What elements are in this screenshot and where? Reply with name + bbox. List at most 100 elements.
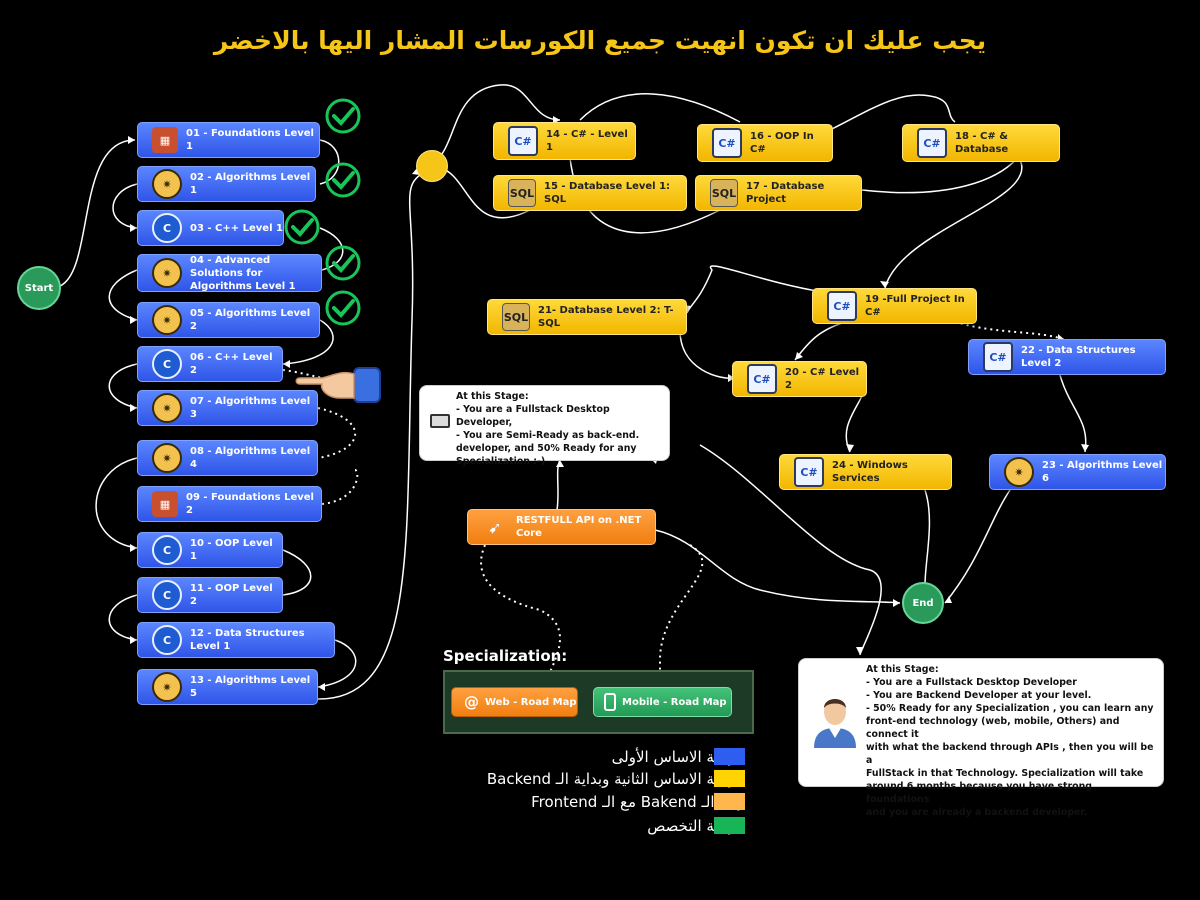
course-label: 01 - Foundations Level 1	[186, 128, 314, 152]
course-node-17[interactable]: SQL 17 - Database Project	[695, 175, 862, 211]
connector-06-07	[108, 363, 138, 409]
brain-chip-icon: ✷	[152, 305, 182, 335]
course-label: 08 - Algorithms Level 4	[190, 446, 311, 470]
connector-stage2	[699, 444, 882, 656]
course-node-23[interactable]: ✷23 - Algorithms Level 6	[989, 454, 1166, 490]
connector-11-12	[108, 594, 138, 641]
course-node-18[interactable]: C#18 - C# & Database	[902, 124, 1060, 162]
dotted-09	[321, 469, 359, 505]
stage2-note: At this Stage: - You are a Fullstack Des…	[798, 658, 1164, 818]
mobile-roadmap-button[interactable]: Mobile - Road Map	[593, 687, 732, 717]
csharp-monitor-icon: C#	[917, 128, 947, 158]
connector-22-23	[1059, 374, 1087, 453]
stage2-line: - You are a Fullstack Desktop Developer	[866, 677, 1077, 688]
cpp-icon: C	[152, 625, 182, 655]
stage2-line: around 6 months because you have strong …	[866, 781, 1092, 805]
check-icon-01	[325, 98, 361, 134]
start-node[interactable]: Start	[17, 266, 61, 310]
database-sql-icon: SQL	[502, 303, 530, 331]
course-node-12[interactable]: C 12 - Data Structures Level 1	[137, 622, 335, 658]
course-label: 07 - Algorithms Level 3	[190, 396, 311, 420]
legend-swatch	[714, 817, 745, 834]
start-label: Start	[24, 282, 54, 294]
check-icon-04	[325, 245, 361, 281]
course-node-21[interactable]: SQL 21- Database Level 2: T-SQL	[487, 299, 687, 335]
course-node-09[interactable]: ▦ 09 - Foundations Level 2	[137, 486, 322, 522]
legend-swatch	[714, 770, 745, 787]
course-label: 03 - C++ Level 1	[190, 222, 283, 234]
check-icon-02	[325, 162, 361, 198]
course-node-19[interactable]: C#19 -Full Project In C#	[812, 288, 977, 324]
dotted-19-22	[954, 321, 1066, 341]
check-icon-05	[325, 290, 361, 326]
course-node-02[interactable]: ✷02 - Algorithms Level 1	[137, 166, 316, 202]
course-node-22[interactable]: C# 22 - Data Structures Level 2	[968, 339, 1166, 375]
course-label: 16 - OOP In C#	[750, 131, 814, 155]
course-node-14[interactable]: C#14 - C# - Level 1	[493, 122, 636, 160]
brain-chip-icon: ✷	[152, 443, 182, 473]
stage1-line: Specialization :-)	[456, 456, 546, 467]
course-node-16[interactable]: C# 16 - OOP In C#	[697, 124, 833, 162]
connector-05-06	[282, 319, 334, 365]
course-node-08[interactable]: ✷ 08 - Algorithms Level 4	[137, 440, 318, 476]
stage2-line: front-end technology (web, mobile, Other…	[866, 716, 1120, 740]
course-label: 17 - Database Project	[746, 181, 825, 205]
course-node-07[interactable]: ✷07 - Algorithms Level 3	[137, 390, 318, 426]
connector-18-19	[884, 159, 1023, 289]
stage1-line: developer, and 50% Ready for any	[456, 443, 637, 454]
stage1-line: - You are Semi-Ready as back-end.	[456, 430, 640, 441]
web-roadmap-button[interactable]: @ Web - Road Map	[451, 687, 578, 717]
legend-item: مرحلة الاساس الأولى	[612, 748, 745, 766]
database-sql-icon: SQL	[710, 179, 738, 207]
csharp-monitor-icon: C#	[747, 364, 777, 394]
pointing-hand-icon	[295, 367, 381, 403]
connector-24-end	[924, 489, 931, 586]
course-node-13[interactable]: ✷13 - Algorithms Level 5	[137, 669, 318, 705]
connector-hub-14	[424, 84, 561, 166]
restful-api-node[interactable]: ➹RESTFULL API on .NET Core	[467, 509, 656, 545]
stage2-line: - 50% Ready for any Specialization , you…	[866, 703, 1154, 714]
course-label: 20 - C# Level 2	[785, 367, 860, 391]
check-icon-03	[284, 209, 320, 245]
end-node[interactable]: End	[902, 582, 944, 624]
stage2-line: At this Stage:	[866, 664, 939, 675]
web-icon: @	[464, 692, 479, 711]
course-label: 14 - C# - Level 1	[546, 129, 628, 153]
course-label: 24 - Windows Services	[832, 460, 908, 484]
course-label: 12 - Data Structures Level 1	[190, 628, 305, 652]
specialization-label: Specialization:	[443, 647, 568, 665]
brick-wall-icon: ▦	[152, 491, 178, 517]
connector-04-05	[108, 269, 138, 321]
course-label: 06 - C++ Level 2	[190, 352, 273, 376]
course-label: 22 - Data Structures Level 2	[1021, 345, 1136, 369]
course-label: 19 -Full Project In C#	[865, 294, 965, 318]
cpp-icon: C	[152, 580, 182, 610]
course-node-01[interactable]: ▦01 - Foundations Level 1	[137, 122, 320, 158]
course-label: 05 - Algorithms Level 2	[190, 308, 311, 332]
connector-21-20	[679, 329, 736, 379]
course-label: 04 - Advanced Solutions for Algorithms L…	[190, 254, 296, 292]
csharp-monitor-icon: C#	[794, 457, 824, 487]
course-node-05[interactable]: ✷ 05 - Algorithms Level 2	[137, 302, 320, 338]
course-label: 21- Database Level 2: T-SQL	[538, 305, 674, 329]
connector-03-04	[319, 227, 344, 271]
course-node-11[interactable]: C 11 - OOP Level 2	[137, 577, 283, 613]
connector-19-20	[794, 321, 846, 361]
csharp-monitor-icon: C#	[983, 342, 1013, 372]
legend-swatch	[714, 748, 745, 765]
course-label: 11 - OOP Level 2	[190, 583, 273, 607]
web-label: Web - Road Map	[485, 696, 577, 708]
course-node-24[interactable]: C# 24 - Windows Services	[779, 454, 952, 490]
course-node-04[interactable]: ✷04 - Advanced Solutions for Algorithms …	[137, 254, 322, 292]
connector-02-03	[112, 183, 138, 229]
legend-text: مرحلة الاساس الثانية وبداية الـ Backend	[486, 770, 745, 788]
csharp-monitor-icon: C#	[712, 128, 742, 158]
end-label: End	[912, 597, 934, 609]
course-node-20[interactable]: C# 20 - C# Level 2	[732, 361, 867, 397]
course-label: 09 - Foundations Level 2	[186, 492, 314, 516]
